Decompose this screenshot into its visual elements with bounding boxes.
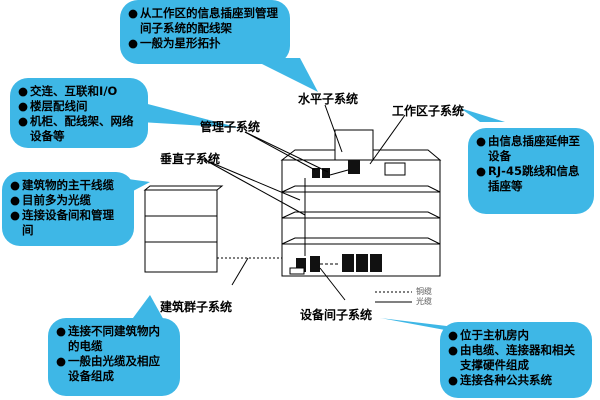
leader-equipment xyxy=(319,267,346,301)
equipment-unit-3 xyxy=(370,254,382,272)
admin-callout: ●交连、互联和I/O ●楼层配线间 ●机柜、配线架、网络设备等 xyxy=(10,78,148,148)
horizontal-note-1: ●从工作区的信息插座到管理间子系统的配线架 xyxy=(128,6,279,35)
legend-copper-label: 铜缆 xyxy=(416,287,432,296)
leader-backbone-2 xyxy=(204,159,306,216)
campus-note-1: ●连接不同建筑物内的电缆 xyxy=(56,324,161,353)
equipment-note-1: ●位于主机房内 xyxy=(448,328,530,342)
admin-note-3: ●机柜、配线架、网络设备等 xyxy=(18,114,134,143)
leader-admin-1 xyxy=(244,131,316,171)
work-area-note-1: ●由信息插座延伸至设备 xyxy=(476,134,581,163)
equipment-note-3: ●连接各种公共系统 xyxy=(448,373,553,387)
equipment-unit-2 xyxy=(356,254,368,272)
equipment-rack-1 xyxy=(296,258,306,272)
backbone-note-1: ●建筑物的主干线缆 xyxy=(10,178,115,192)
leader-campus xyxy=(231,257,249,286)
work-area-callout: ●由信息插座延伸至设备 ●RJ-45跳线和信息插座等 xyxy=(468,128,594,214)
leader-work-area xyxy=(369,114,406,165)
admin-callout-tail xyxy=(140,102,240,128)
label-campus-subsystem: 建筑群子系统 xyxy=(160,300,233,314)
equipment-unit-1 xyxy=(342,254,354,272)
campus-callout: ●连接不同建筑物内的电缆 ●一般由光缆及相应设备组成 xyxy=(48,318,180,396)
backbone-callout: ●建筑物的主干线缆 ●目前多为光缆 ●连接设备间和管理间 xyxy=(2,172,134,246)
work-area-callout-tail xyxy=(460,108,505,122)
campus-note-2: ●一般由光缆及相应设备组成 xyxy=(56,354,161,383)
label-admin-subsystem: 管理子系统 xyxy=(200,120,261,134)
label-horizontal-subsystem: 水平子系统 xyxy=(298,92,359,106)
patch-panel-top-2 xyxy=(322,168,330,178)
leader-backbone-1 xyxy=(204,159,301,201)
horizontal-cable xyxy=(329,169,349,176)
backbone-note-3: ●连接设备间和管理间 xyxy=(10,208,115,237)
horizontal-callout-tail xyxy=(250,58,318,92)
label-equipment-subsystem: 设备间子系统 xyxy=(300,308,373,322)
campus-callout-tail xyxy=(130,295,165,322)
patch-panel-top xyxy=(312,168,320,178)
work-area-note-2: ●RJ-45跳线和信息插座等 xyxy=(476,164,580,193)
admin-note-1: ●交连、互联和I/O xyxy=(18,84,118,98)
admin-note-2: ●楼层配线间 xyxy=(18,99,88,113)
work-area-device xyxy=(348,160,360,174)
backbone-note-2: ●目前多为光缆 xyxy=(10,193,92,207)
equipment-terminal xyxy=(289,267,305,275)
main-building xyxy=(280,149,442,277)
roof-box xyxy=(334,129,374,161)
horizontal-note-2: ●一般为星形拓扑 xyxy=(128,36,221,50)
leader-admin-2 xyxy=(244,131,329,173)
work-area-desk xyxy=(384,162,406,176)
legend-fiber-label: 光缆 xyxy=(416,297,432,306)
equipment-note-2: ●由电缆、连接器和相关支撑硬件组成 xyxy=(448,343,576,372)
label-backbone-subsystem: 垂直子系统 xyxy=(160,152,221,166)
label-work-area-subsystem: 工作区子系统 xyxy=(392,104,465,118)
equipment-callout: ●位于主机房内 ●由电缆、连接器和相关支撑硬件组成 ●连接各种公共系统 xyxy=(440,322,592,398)
leader-horizontal xyxy=(324,104,343,153)
equipment-rack-2 xyxy=(310,256,320,272)
left-building xyxy=(143,185,224,273)
horizontal-callout: ●从工作区的信息插座到管理间子系统的配线架 ●一般为星形拓扑 xyxy=(120,0,290,64)
